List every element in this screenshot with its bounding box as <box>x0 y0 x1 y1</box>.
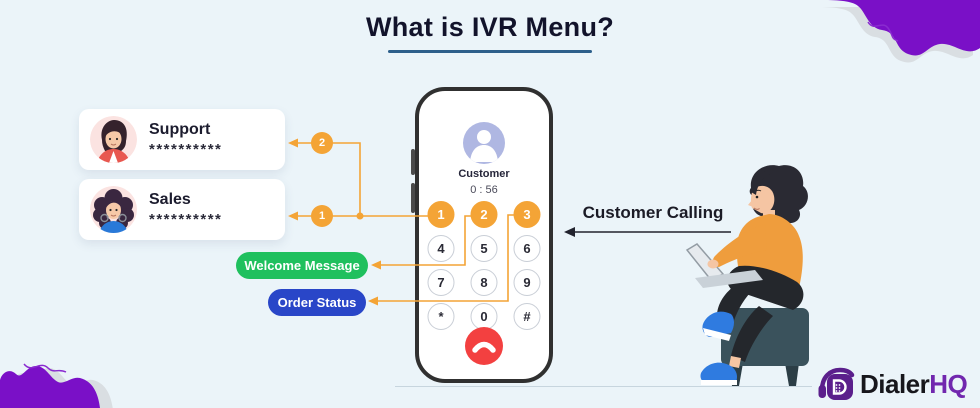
call-timer: 0 : 56 <box>470 184 498 196</box>
ground-line <box>395 386 812 387</box>
dial-key-9[interactable]: 9 <box>513 269 541 296</box>
dial-key-4[interactable]: 4 <box>427 235 455 262</box>
order-status-pill[interactable]: Order Status <box>268 289 366 316</box>
seated-woman-illustration <box>685 165 809 386</box>
connector-key-badge-1: 1 <box>311 205 333 227</box>
dial-key-star[interactable]: * <box>427 303 455 330</box>
corner-blob-bottom-left-icon <box>0 363 113 408</box>
brand-name-primary: Dialer <box>860 368 930 399</box>
dial-key-6[interactable]: 6 <box>513 235 541 262</box>
phone-mockup: Customer 0 : 56 1 2 3 4 5 6 7 8 9 * 0 # <box>411 87 553 383</box>
card-support-label: Support <box>149 120 211 138</box>
welcome-message-pill[interactable]: Welcome Message <box>236 252 368 279</box>
title-underline <box>388 50 592 53</box>
hangup-button[interactable] <box>465 327 503 365</box>
dial-key-1[interactable]: 1 <box>427 201 455 228</box>
dial-key-3[interactable]: 3 <box>513 201 541 228</box>
card-support-number: ********** <box>149 141 223 159</box>
dial-key-hash[interactable]: # <box>513 303 541 330</box>
junction-dot <box>356 212 364 220</box>
dialerhq-logo-icon <box>818 367 855 400</box>
customer-calling-label: Customer Calling <box>582 203 724 222</box>
card-sales-number: ********** <box>149 211 223 229</box>
hangup-handset-icon <box>472 341 496 353</box>
caller-name: Customer <box>458 168 510 180</box>
connector-key-badge-2: 2 <box>311 132 333 154</box>
dial-key-5[interactable]: 5 <box>470 235 498 262</box>
phone-volume-button <box>411 149 415 175</box>
brand-wordmark: DialerHQ <box>860 368 968 400</box>
corner-blob-top-right-icon <box>822 0 980 63</box>
dial-pad: 1 2 3 4 5 6 7 8 9 * 0 # <box>427 201 541 330</box>
dial-key-2[interactable]: 2 <box>470 201 498 228</box>
order-status-label: Order Status <box>277 295 357 310</box>
card-support: Support ********** <box>79 109 285 170</box>
card-sales: Sales ********** <box>79 179 285 240</box>
sales-agent-avatar <box>90 186 137 233</box>
caller-avatar-icon <box>463 122 505 164</box>
dial-key-7[interactable]: 7 <box>427 269 455 296</box>
welcome-message-label: Welcome Message <box>244 258 360 273</box>
brand-logo: DialerHQ <box>816 364 968 404</box>
phone-power-button <box>411 183 415 213</box>
card-sales-label: Sales <box>149 190 191 208</box>
brand-name-accent: HQ <box>929 368 968 399</box>
page-title: What is IVR Menu? <box>365 12 615 42</box>
support-agent-avatar <box>90 116 137 163</box>
dial-key-8[interactable]: 8 <box>470 269 498 296</box>
dial-key-0[interactable]: 0 <box>470 303 498 330</box>
